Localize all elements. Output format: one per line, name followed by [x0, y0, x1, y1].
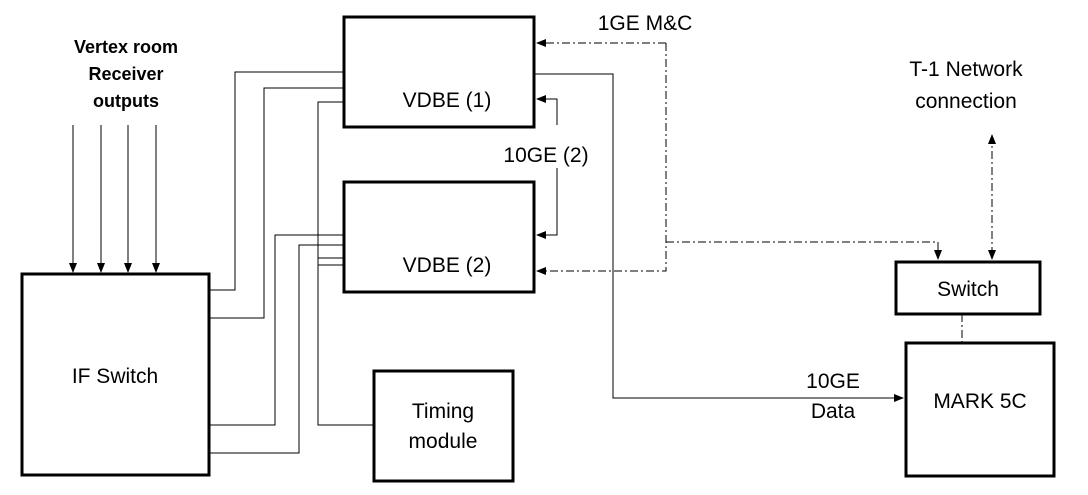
vdbe2-label: VDBE (2)	[403, 254, 492, 277]
tengig-link-upper	[536, 95, 558, 125]
input-label-line2: Receiver	[88, 64, 163, 84]
mc-bus	[536, 43, 667, 275]
mc-label: 1GE M&C	[598, 12, 693, 35]
if-vdbe2-wire-1	[209, 234, 344, 426]
data-path	[534, 73, 904, 402]
vdbe1-box	[342, 15, 536, 129]
network-label-line1: T-1 Network	[909, 58, 1023, 81]
tengig-link-lower	[536, 168, 558, 239]
if-vdbe1-wire-1	[209, 71, 344, 291]
timing-vdbe1-wire	[317, 101, 374, 426]
timing-module-box	[372, 369, 515, 483]
network-label-line2: connection	[915, 90, 1017, 113]
timing-module-label-line1: Timing	[412, 400, 474, 423]
data-label-line1: 10GE	[806, 370, 860, 393]
switch-label: Switch	[937, 278, 999, 301]
if-switch-box	[20, 272, 211, 477]
if-switch-label: IF Switch	[72, 365, 158, 388]
switch-box	[894, 260, 1042, 316]
mc-to-switch-line	[666, 241, 942, 260]
input-label-line3: outputs	[93, 91, 159, 111]
mark5c-label: MARK 5C	[933, 390, 1026, 413]
vdbe1-label: VDBE (1)	[403, 89, 492, 112]
timing-module-label-line2: module	[409, 430, 478, 453]
input-label-line1: Vertex room	[74, 37, 178, 57]
data-label-line2: Data	[811, 400, 856, 423]
tengig-2-label: 10GE (2)	[503, 144, 588, 167]
mark5c-box	[904, 341, 1056, 478]
if-vdbe2-wire-2	[209, 244, 344, 454]
vdbe2-box	[342, 180, 536, 294]
if-vdbe1-wire-2	[209, 87, 344, 319]
